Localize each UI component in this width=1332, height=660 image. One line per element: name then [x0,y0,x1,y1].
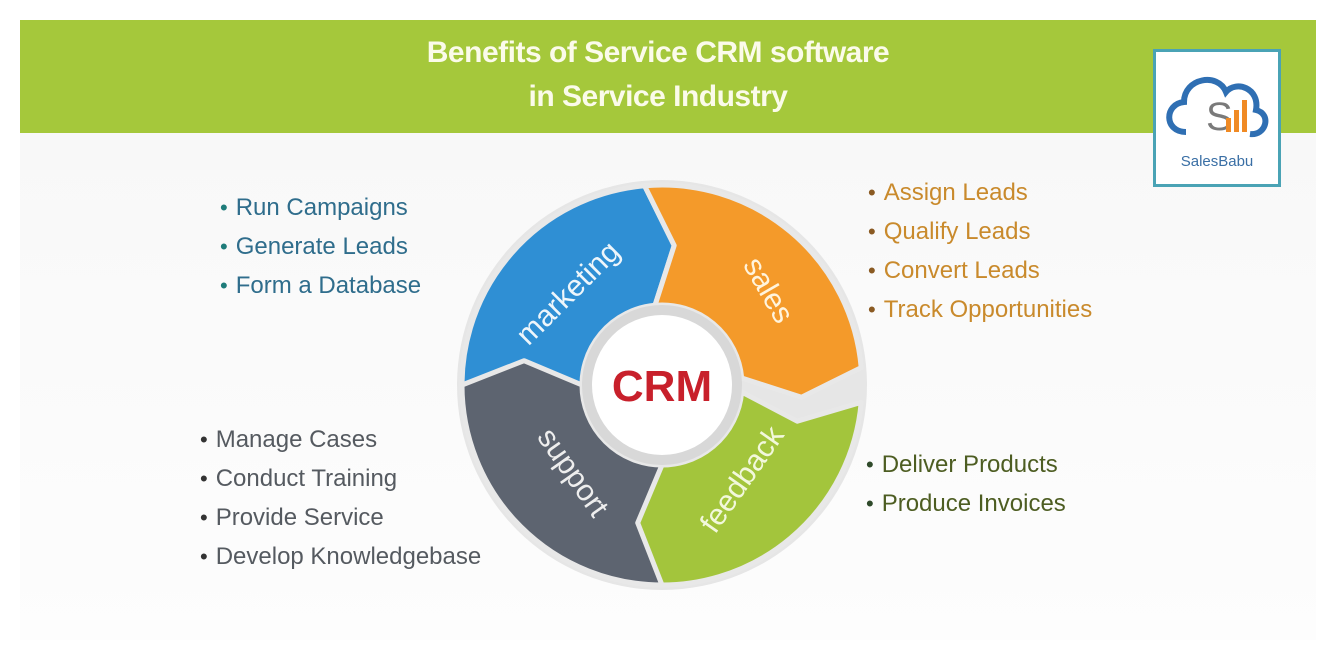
list-item: Conduct Training [200,459,481,498]
logo-text: SalesBabu [1180,153,1254,170]
list-item: Develop Knowledgebase [200,537,482,576]
support-benefits-list: Manage Cases Conduct Training Provide Se… [200,420,482,576]
page-title-line2: in Service Industry [528,80,788,113]
list-item: Manage Cases [200,420,481,459]
center-label: CRM [612,362,712,411]
list-item: Track Opportunities [868,290,1093,329]
list-item: Form a Database [220,266,421,305]
center-circle [592,315,732,455]
list-item: Convert Leads [868,251,1092,290]
svg-text:S: S [1206,95,1233,139]
list-item: Produce Invoices [866,484,1066,523]
cloud-chart-icon: S [1166,77,1269,139]
header-banner: Benefits of Service CRM software in Serv… [20,20,1316,133]
page-title-line1: Benefits of Service CRM software [426,36,890,69]
feedback-benefits-list: Deliver Products Produce Invoices [866,445,1066,523]
list-item: Assign Leads [868,173,1092,212]
salesbabu-logo: S SalesBabu [1153,49,1281,187]
list-item: Provide Service [200,498,481,537]
list-item: Generate Leads [220,227,421,266]
sales-benefits-list: Assign Leads Qualify Leads Convert Leads… [868,173,1093,329]
list-item: Deliver Products [866,445,1066,484]
marketing-benefits-list: Run Campaigns Generate Leads Form a Data… [220,188,421,305]
list-item: Qualify Leads [868,212,1092,251]
list-item: Run Campaigns [220,188,421,227]
